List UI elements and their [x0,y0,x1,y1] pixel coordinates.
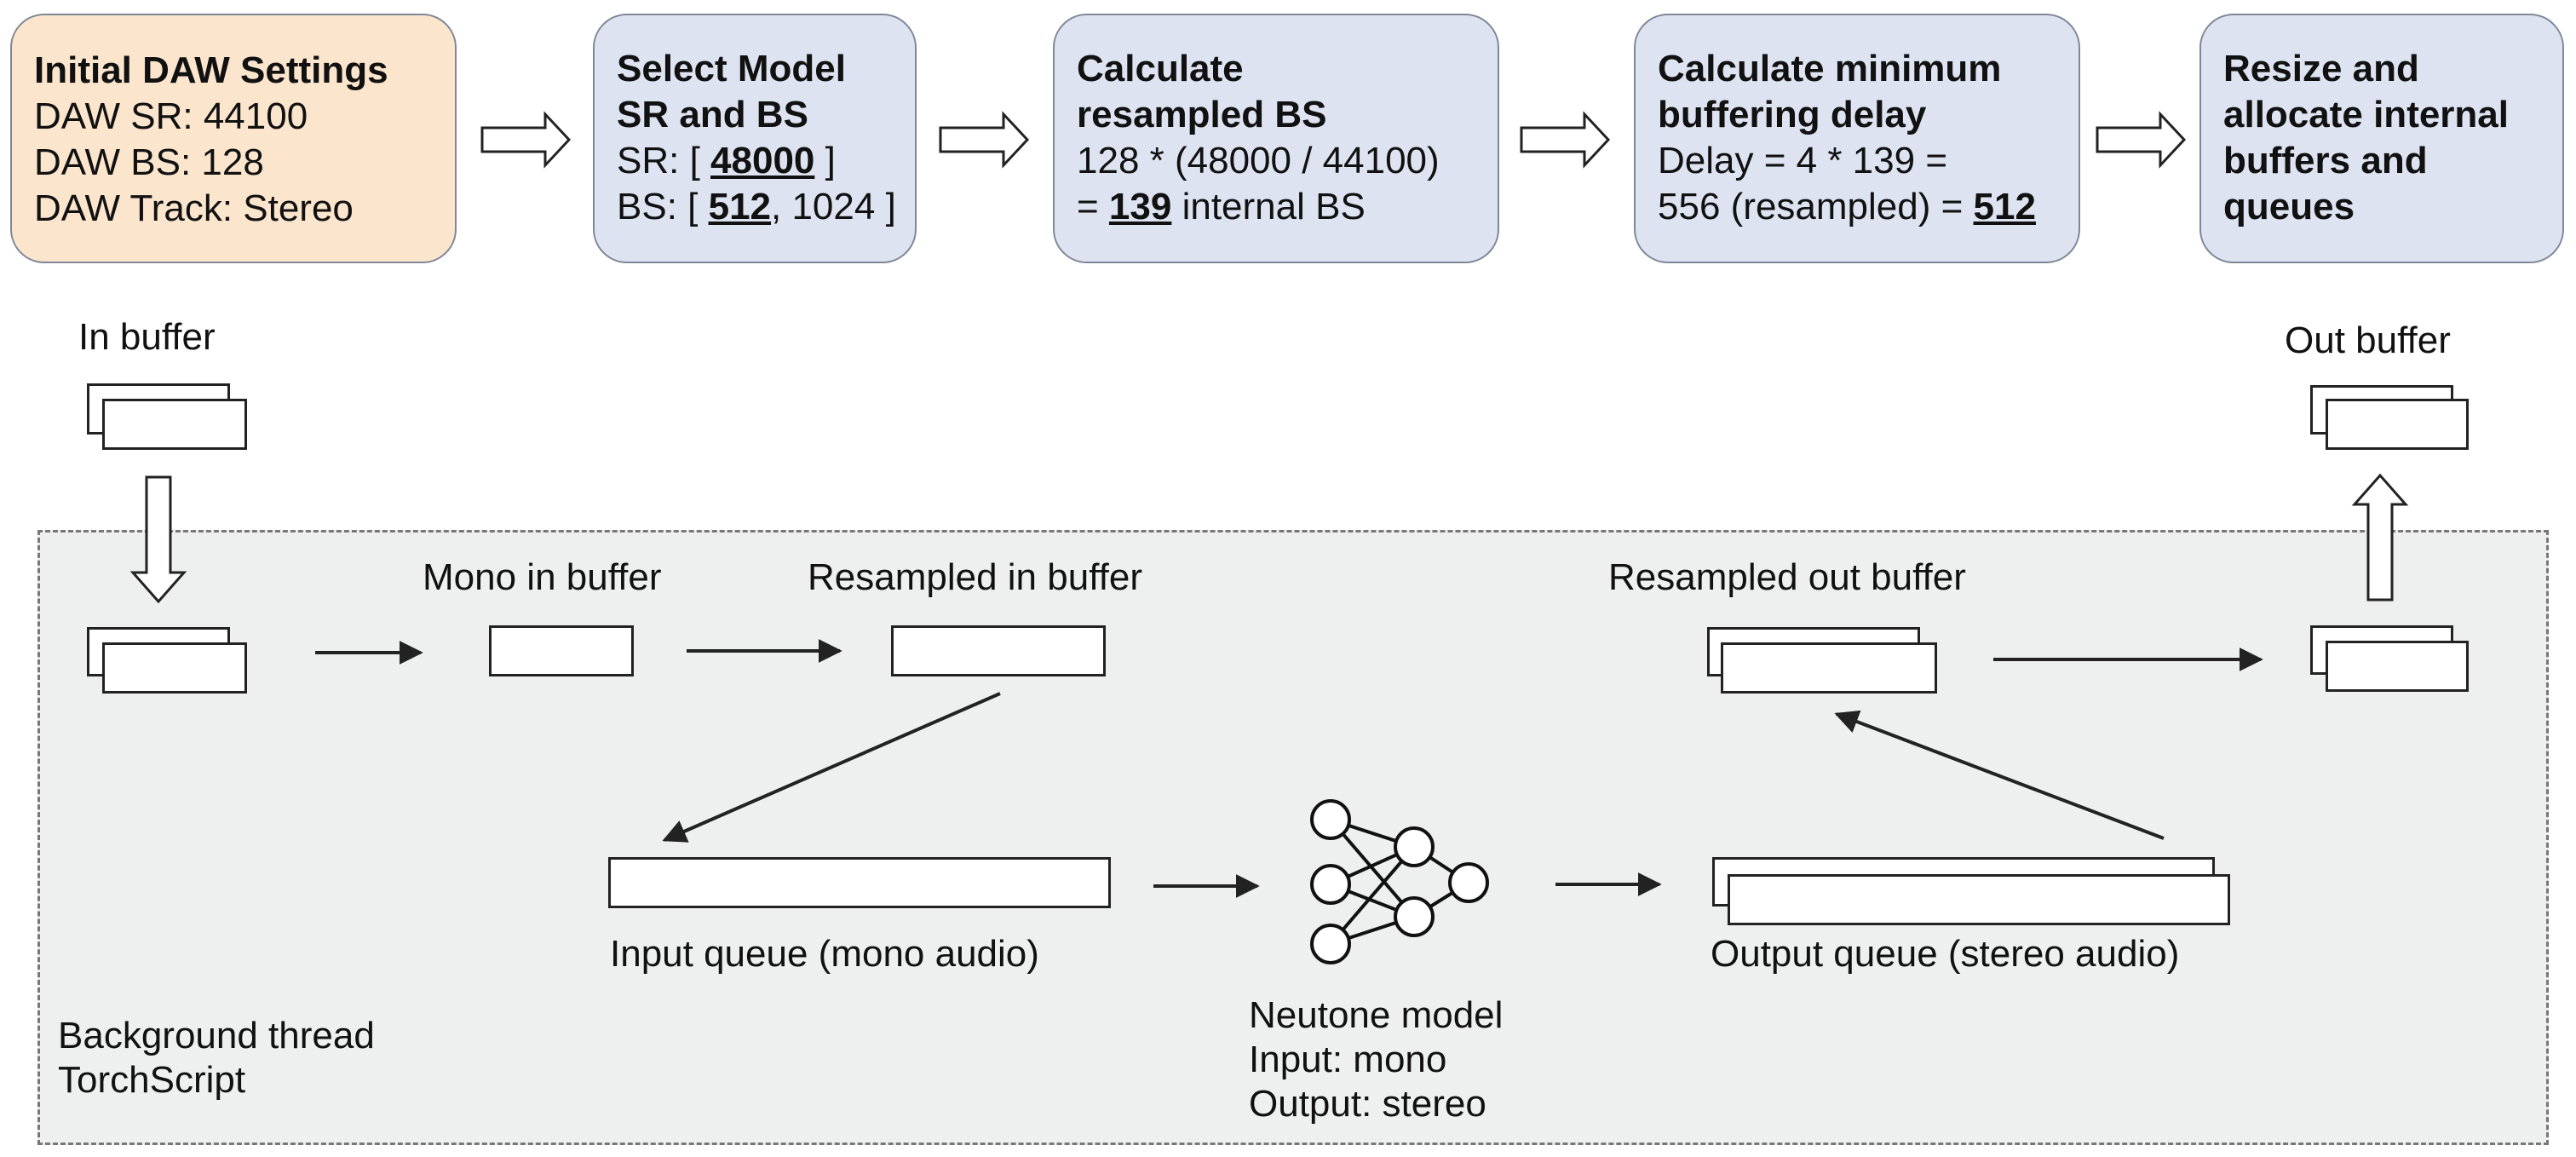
neural-network-icon [1310,799,1489,964]
delay-value: 512 [1973,186,2036,227]
selected-sr: 48000 [710,140,815,181]
out-buffer-front [2326,399,2469,450]
step-arrow-3 [1520,111,1611,169]
model-output-label: Output: stereo [1249,1083,1486,1125]
step-initial-daw-settings: Initial DAW Settings DAW SR: 44100 DAW B… [10,14,457,263]
model-input-label: Input: mono [1249,1039,1447,1080]
resample-formula: 128 * (48000 / 44100) [1077,140,1440,181]
selected-bs: 512 [708,186,772,227]
in-buffer-front [102,399,247,450]
input-queue [608,857,1111,908]
step-arrow-1 [480,111,572,169]
delay-result: 556 (resampled) = 512 [1658,186,2036,227]
step-title: queues [2223,186,2355,227]
background-thread-area [37,530,2549,1145]
arrow-resampled-to-input-queue [662,692,1001,843]
mono-in-buffer-label: Mono in buffer [423,556,662,598]
step-title: buffers and [2223,140,2428,181]
step-calculate-resampled-bs: Calculate resampled BS 128 * (48000 / 44… [1053,14,1499,263]
output-queue-front [1728,874,2230,925]
output-queue-label: Output queue (stereo audio) [1711,933,2180,975]
step-arrow [480,111,2187,169]
daw-track: DAW Track: Stereo [34,187,354,229]
daw-sr: DAW SR: 44100 [34,95,308,137]
step-title: Calculate minimum [1658,48,2002,89]
model-sr: SR: [ 48000 ] [617,140,836,181]
input-queue-label: Input queue (mono audio) [610,933,1039,975]
step-title: resampled BS [1077,94,1327,135]
step-title: Calculate [1077,48,1244,89]
mono-in-buffer [489,625,634,676]
step-title: Resize and [2223,48,2419,89]
model-name-label: Neutone model [1249,994,1504,1036]
in-down-arrow [129,475,187,604]
arrow-output-queue-to-resampled-out [1834,710,2165,840]
torchscript-label: TorchScript [58,1059,246,1101]
resampled-out-buffer-front [1721,642,1937,694]
out-buffer-label: Out buffer [2285,319,2451,361]
step-title: allocate internal [2223,94,2510,135]
resampled-in-buffer [891,625,1106,676]
thread-label: Background thread [58,1015,375,1056]
step-arrow-4 [2096,111,2187,169]
step-title: SR and BS [617,94,808,135]
delay-formula: Delay = 4 * 139 = [1658,140,1948,181]
step-title: buffering delay [1658,94,1927,135]
resample-result: = 139 internal BS [1077,186,1366,227]
step-arrow-2 [939,111,1030,169]
stereo-in-buffer-front [102,642,247,694]
step-select-model: Select Model SR and BS SR: [ 48000 ] BS:… [593,14,917,263]
stereo-out-buffer-front [2326,641,2469,692]
step-resize-allocate: Resize and allocate internal buffers and… [2199,14,2564,263]
step-title: Select Model [617,48,846,89]
resampled-in-buffer-label: Resampled in buffer [808,556,1142,598]
step-calculate-buffering-delay: Calculate minimum buffering delay Delay … [1634,14,2080,263]
step-title: Initial DAW Settings [34,49,388,91]
internal-bs-value: 139 [1108,186,1172,227]
in-buffer-label: In buffer [78,316,216,358]
out-up-arrow [2351,473,2409,602]
resampled-out-buffer-label: Resampled out buffer [1608,556,1966,598]
daw-bs: DAW BS: 128 [34,141,264,183]
model-bs: BS: [ 512, 1024 ] [617,186,896,227]
